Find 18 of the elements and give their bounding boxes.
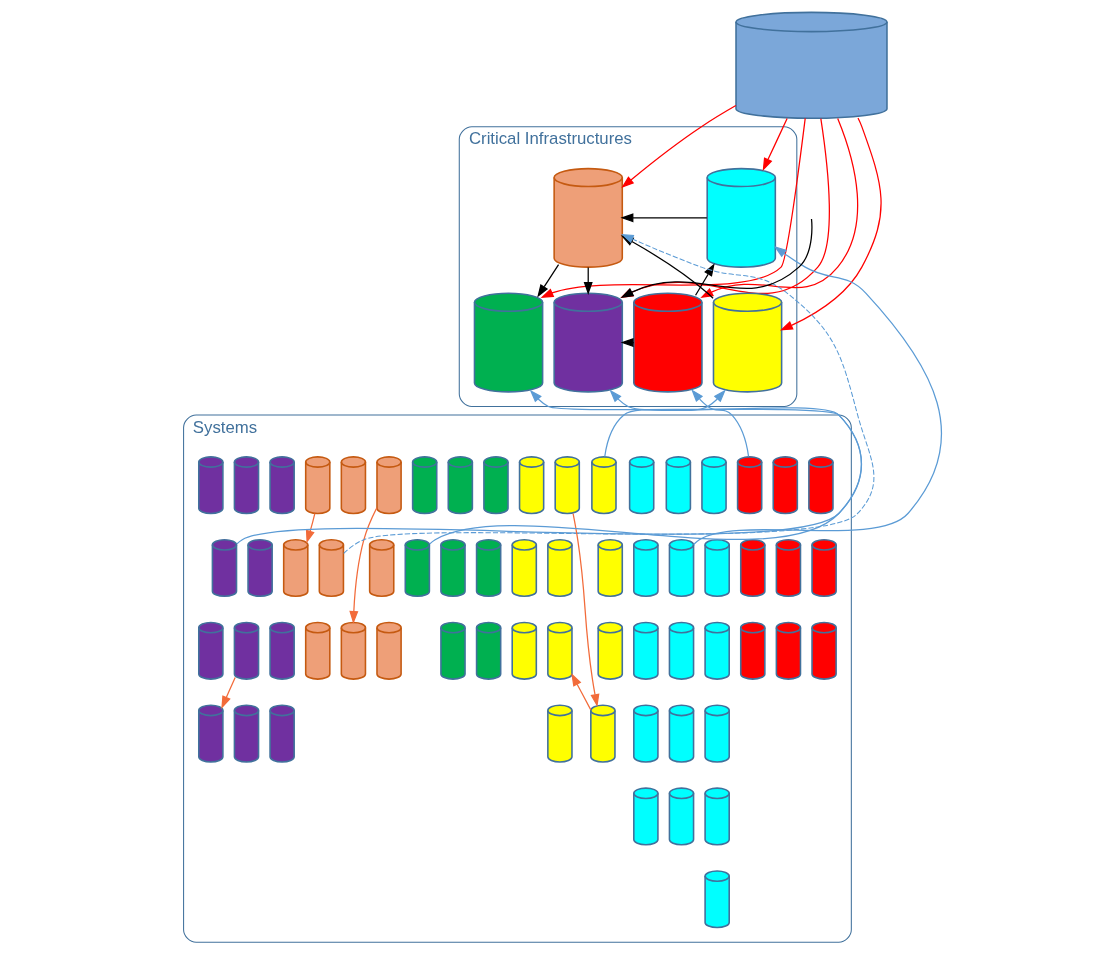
arrow xyxy=(221,676,236,709)
arrow xyxy=(305,512,316,544)
arrow xyxy=(349,507,378,625)
arrow xyxy=(571,673,592,711)
arrow xyxy=(692,245,943,546)
arrow xyxy=(537,263,560,298)
arrow xyxy=(621,104,737,188)
arrow xyxy=(429,389,863,545)
arrow xyxy=(691,389,750,458)
arrow xyxy=(694,263,715,296)
arrow xyxy=(762,117,788,171)
cluster: Critical Infrastructures xyxy=(458,126,798,408)
arrow xyxy=(620,213,708,223)
arrow xyxy=(779,117,882,331)
arrow xyxy=(236,389,863,545)
cluster: Systems xyxy=(183,414,852,943)
arrow xyxy=(572,513,600,708)
arrow xyxy=(604,389,726,458)
